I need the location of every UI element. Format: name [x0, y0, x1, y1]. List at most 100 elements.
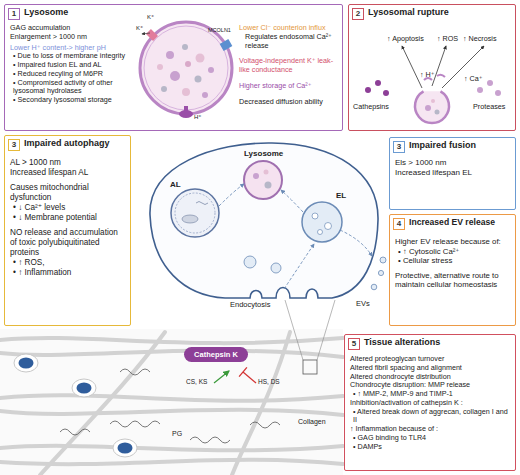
part-label: Collagen [298, 418, 326, 426]
panel-text: Regulates endosomal Ca²⁺ release [239, 33, 341, 51]
part-label: HS, DS [258, 378, 280, 385]
endosome [244, 256, 256, 268]
panel-title: Impaired fusion [409, 140, 513, 151]
extracellular-vesicle [371, 284, 377, 290]
collagen-fiber [0, 395, 343, 401]
granule [265, 182, 272, 189]
panel-number: 1 [12, 10, 16, 18]
panel-number-box: 3 [8, 139, 20, 151]
granule [435, 110, 440, 115]
panel-number: 3 [397, 143, 401, 151]
text-column: Tissue alterations [364, 337, 509, 348]
panel-text: ↑ ROS [437, 35, 458, 44]
panel-text: Lower H⁺ content-> higher pH [10, 44, 138, 53]
collagen-fiber [0, 351, 343, 357]
trafficking-arrow [219, 184, 244, 206]
part-label: Lysosome [244, 150, 283, 159]
panel-number: 4 [397, 220, 401, 228]
panel-text: • Secondary lysosomal storage [10, 96, 138, 105]
part-label: H⁺ [194, 114, 202, 121]
vesicle [312, 213, 318, 219]
panel-text: Protective, alternative route to maintai… [395, 271, 512, 290]
granule [425, 105, 431, 111]
panel-number-box: 4 [393, 218, 405, 230]
membrane-fragment [437, 75, 445, 77]
panel-text: • ↑ MMP-2, MMP-9 and TIMP-1 [350, 390, 512, 399]
panel-text: • Cellular stress [395, 256, 512, 266]
part-label: K⁺ [136, 25, 143, 32]
panel-box: LysosomeGAG accumulationEnlargement > 10… [4, 4, 343, 131]
text-column: Altered proteoglycan turnoverAltered fib… [350, 355, 512, 452]
protease [487, 80, 493, 86]
release-arrow [442, 46, 484, 88]
autolysosome-inner [175, 193, 215, 233]
gag-granule [161, 86, 167, 92]
granule [253, 173, 259, 179]
panel-box: Impaired fusionEls > 1000 nmIncreased li… [389, 137, 516, 210]
chondrocyte [77, 383, 92, 394]
part-label: AL [170, 181, 181, 190]
cathepsin [383, 90, 389, 96]
text-column: Higher EV release because of:• ↑ Cytosol… [395, 237, 512, 290]
endosome [271, 263, 281, 273]
lysosome-illustration [140, 22, 232, 118]
inhibition-line [243, 372, 256, 383]
inhibition-bar [239, 367, 247, 376]
part-label: EVs [356, 300, 370, 308]
panel-number-box: 2 [352, 8, 364, 20]
panel-text: Voltage-independent K⁺ leak-like conduct… [239, 57, 341, 75]
chondrocyte-lacuna [72, 379, 96, 397]
zoom-box [303, 360, 317, 374]
panel-text: Higher storage of Ca²⁺ [239, 82, 341, 91]
panel-box: Impaired autophagyAL > 1000 nmIncreased … [4, 135, 131, 326]
gag-granule [166, 51, 174, 59]
ion-flux-arrow [142, 33, 150, 34]
panel-title: Lysosomal rupture [368, 7, 508, 18]
cell-illustration [150, 143, 386, 298]
panel-text: Altered fibril spacing and alignment [350, 364, 512, 373]
zoom-leader [285, 300, 303, 360]
text-column: Els > 1000 nmIncreased lifespan EL [395, 158, 511, 178]
panel-number: 5 [352, 340, 356, 348]
proteoglycans [60, 369, 280, 443]
panel-text: • ↑ Inflammation [10, 268, 126, 278]
trafficking-arrow [281, 190, 303, 212]
text-column: ↑ Ca⁺ [464, 75, 483, 84]
part-label: PG [172, 430, 182, 438]
gag-granule [202, 92, 208, 98]
panel-text: Enlargement > 1000 nm [10, 33, 138, 42]
granule [264, 170, 269, 175]
vesicle [318, 230, 323, 235]
collagen-fiber [0, 410, 343, 415]
panel-text: • Due to loss of membrane integrity [10, 52, 138, 61]
panel-text: • Reduced recyling of M6PR [10, 70, 138, 79]
text-column: GAG accumulationEnlargement > 1000 nmLow… [10, 24, 138, 105]
proteoglycan [120, 369, 150, 375]
part-label: EL [336, 192, 346, 201]
panel-text: • ↓ Membrane potential [10, 213, 126, 223]
part-label: K⁺ [147, 14, 154, 21]
panel-title: Increased EV release [409, 217, 515, 227]
lysosome-membrane [140, 22, 232, 114]
panel-text: Decreased diffusion ability [239, 98, 341, 107]
ruptured-lysosome [415, 91, 449, 123]
panel-text: • DAMPs [350, 443, 512, 452]
part-label: MCOLN1 [208, 27, 231, 33]
text-column: Impaired autophagy [24, 138, 128, 149]
text-column: ↑ H⁺ [420, 71, 435, 80]
v-atpase [179, 110, 193, 118]
enzyme-label: Cathepsin K [194, 351, 238, 359]
activation-arrow [214, 371, 229, 383]
vesicle [325, 223, 332, 230]
gag-granule [170, 71, 180, 81]
panel-text: Proteases [473, 103, 505, 112]
extracellular-vesicle [378, 270, 383, 275]
tissue-background [0, 329, 343, 475]
proteoglycan [190, 437, 230, 443]
panel-number-box: 1 [8, 8, 20, 20]
part-label: CS, KS [186, 378, 207, 385]
proteoglycan [250, 422, 280, 428]
protein-aggregate [196, 202, 208, 205]
panel-text: • Compromised activity of other lysosoma… [10, 79, 138, 97]
chondrocyte-lacuna [14, 354, 38, 372]
